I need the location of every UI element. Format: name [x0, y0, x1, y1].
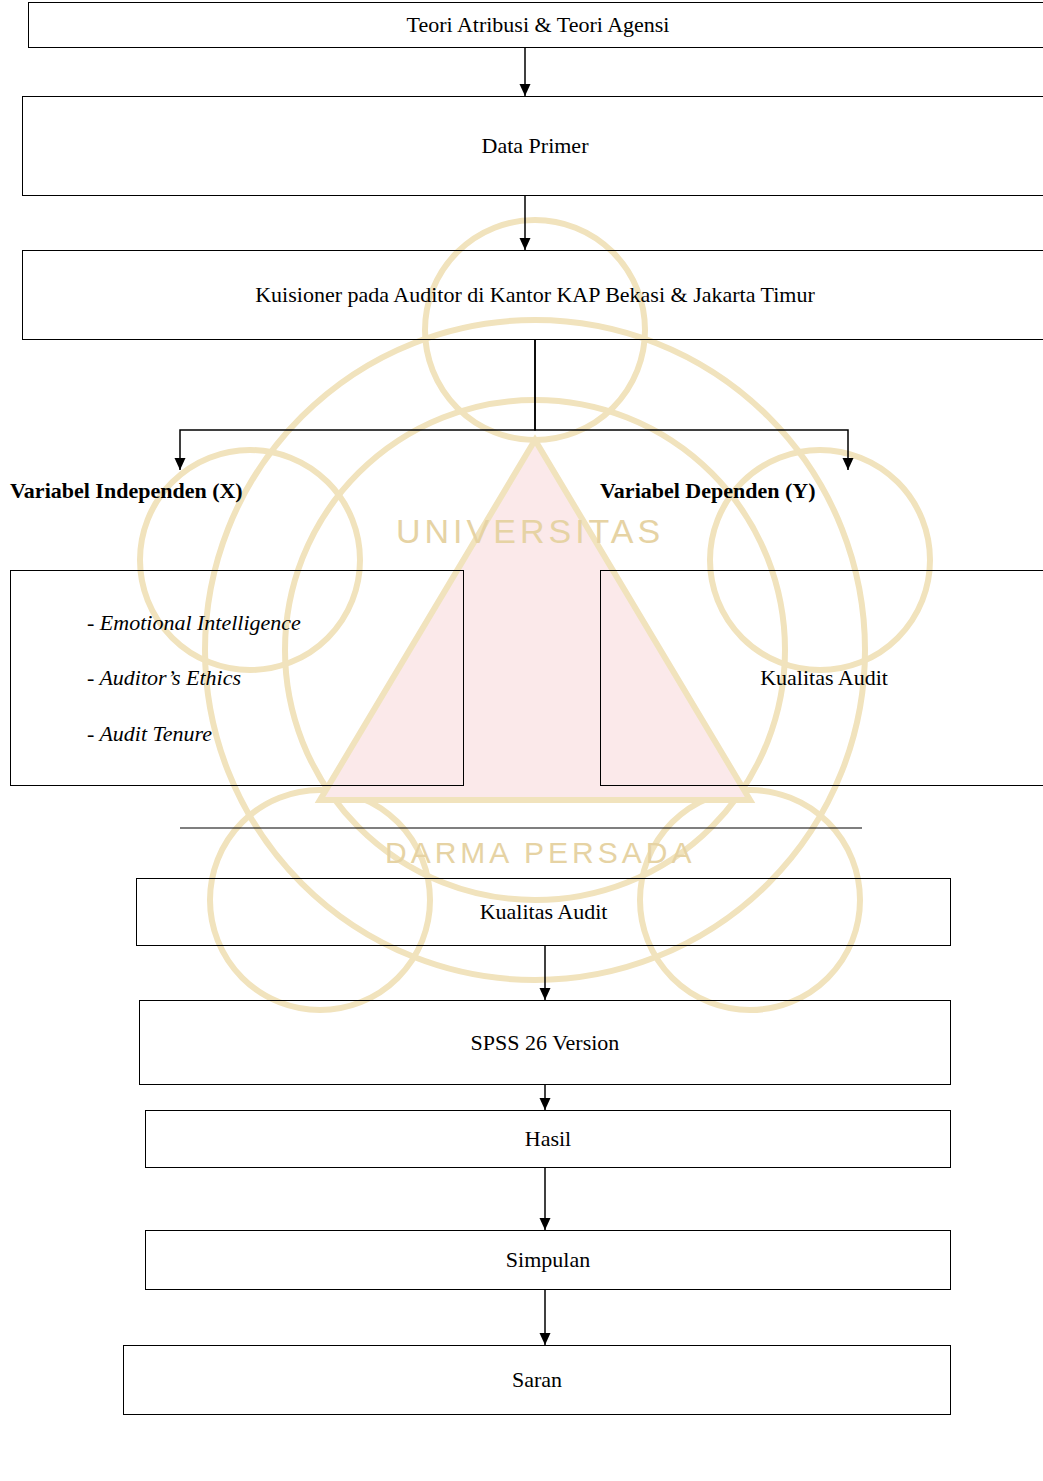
theory-box: Teori Atribusi & Teori Agensi — [28, 2, 1043, 48]
flow-arrow — [520, 196, 531, 250]
group-heading: Variabel Independen (X) — [10, 470, 464, 504]
box-label: Teori Atribusi & Teori Agensi — [407, 11, 670, 39]
separator-line — [180, 827, 862, 828]
questionnaire-box: Kuisioner pada Auditor di Kantor KAP Bek… — [22, 250, 1043, 340]
flow-arrow — [520, 48, 531, 96]
flow-arrow — [540, 946, 551, 1000]
process-box: Saran — [123, 1345, 951, 1415]
group-frame: Kualitas Audit — [600, 570, 1043, 786]
box-label: Saran — [512, 1366, 562, 1394]
box-label: SPSS 26 Version — [471, 1029, 620, 1057]
box-label: Kualitas Audit — [480, 898, 608, 926]
list-item: - Audit Tenure — [87, 720, 463, 748]
variable-group: Variabel Dependen (Y) Kualitas Audit — [600, 470, 1043, 786]
list-item: Kualitas Audit — [760, 664, 888, 692]
process-box: Hasil — [145, 1110, 951, 1168]
flow-arrow — [540, 1085, 551, 1110]
process-box: Kualitas Audit — [136, 878, 951, 946]
variable-group: Variabel Independen (X) - Emotional Intel… — [10, 470, 464, 786]
flow-arrow — [535, 340, 854, 470]
box-label: Data Primer — [482, 132, 589, 160]
box-label: Hasil — [525, 1125, 571, 1153]
watermark-text: UNIVERSITAS — [396, 512, 664, 551]
group-frame: - Emotional Intelligence - Auditor’s Ethi… — [10, 570, 464, 786]
flow-arrow — [175, 340, 536, 470]
data-box: Data Primer — [22, 96, 1043, 196]
box-label: Simpulan — [506, 1246, 590, 1274]
flow-arrow — [540, 1168, 551, 1230]
flow-arrow — [540, 1290, 551, 1345]
watermark-text: DARMA PERSADA — [385, 836, 695, 870]
group-heading: Variabel Dependen (Y) — [600, 470, 1043, 504]
list-item: - Emotional Intelligence — [87, 609, 463, 637]
box-label: Kuisioner pada Auditor di Kantor KAP Bek… — [255, 281, 815, 309]
process-box: SPSS 26 Version — [139, 1000, 951, 1085]
list-item: - Auditor’s Ethics — [87, 664, 463, 692]
process-box: Simpulan — [145, 1230, 951, 1290]
